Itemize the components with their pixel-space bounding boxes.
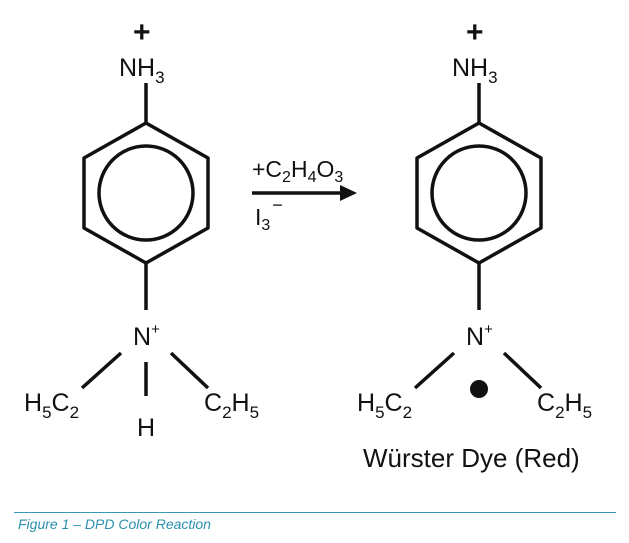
reagent-label: +C2H4O3 bbox=[252, 156, 343, 186]
product-benzene-ring bbox=[415, 121, 543, 265]
reactant-benzene-ring bbox=[82, 121, 210, 265]
reactant-left-bond bbox=[80, 351, 123, 390]
caption-divider bbox=[14, 512, 616, 513]
oxidant-label: I3− bbox=[255, 195, 283, 234]
reactant-right-ethyl: C2H5 bbox=[204, 389, 259, 422]
figure-caption: Figure 1 – DPD Color Reaction bbox=[18, 516, 211, 532]
product-amine-charge: + bbox=[466, 16, 484, 49]
product-aromatic-circle bbox=[430, 144, 528, 242]
reactant-amine-charge: + bbox=[133, 16, 151, 49]
product-amine-label: NH3 bbox=[452, 54, 498, 87]
product-nitrogen-label: N+ bbox=[466, 321, 493, 351]
product-left-ethyl: H5C2 bbox=[357, 389, 412, 422]
reactant-right-bond bbox=[169, 351, 210, 390]
reaction-arrow-head bbox=[340, 185, 357, 201]
reactant-aromatic-circle bbox=[97, 144, 195, 242]
radical-dot-icon bbox=[470, 380, 488, 398]
product-structure: + NH3 N+ H5C2 C2H5 Würster Dye (Red) bbox=[357, 16, 592, 473]
product-right-ethyl: C2H5 bbox=[537, 389, 592, 422]
reactant-nitrogen-label: N+ bbox=[133, 321, 160, 351]
reaction-arrow-group: +C2H4O3 I3− bbox=[252, 156, 357, 234]
product-left-bond bbox=[413, 351, 456, 390]
product-name: Würster Dye (Red) bbox=[363, 443, 580, 473]
product-right-bond bbox=[502, 351, 543, 390]
reactant-hydrogen-label: H bbox=[137, 414, 155, 442]
reactant-structure: + NH3 N+ H5C2 C2H5 H bbox=[24, 16, 259, 442]
reaction-diagram: + NH3 N+ H5C2 C2H5 H +C2H4O3 I3− + NH3 N… bbox=[24, 16, 592, 473]
reactant-left-ethyl: H5C2 bbox=[24, 389, 79, 422]
reactant-amine-label: NH3 bbox=[119, 54, 165, 87]
